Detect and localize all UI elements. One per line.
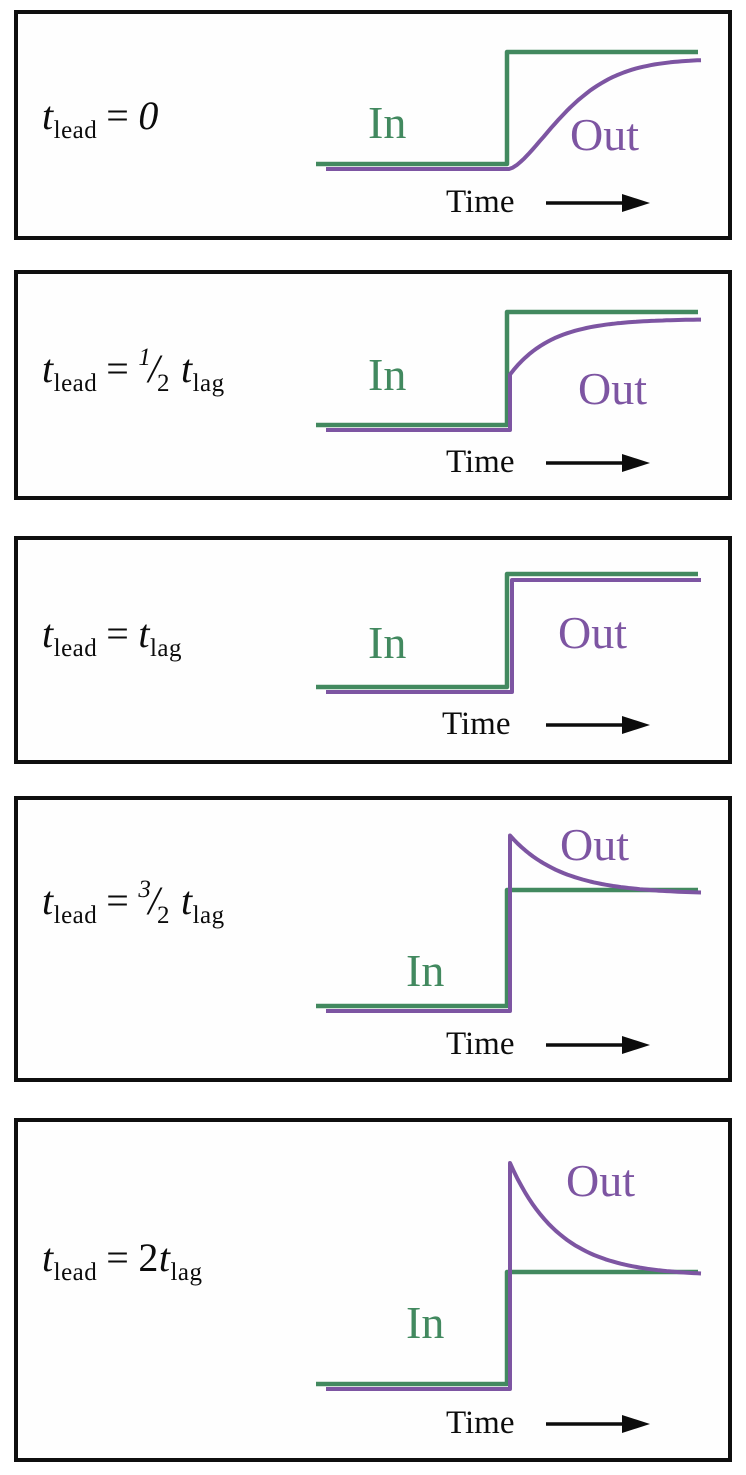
input-curve — [316, 1269, 698, 1387]
formula-token: 0 — [138, 93, 159, 138]
formula-token: / — [148, 346, 160, 391]
time-arrowhead-icon — [622, 716, 650, 734]
input-label: In — [368, 349, 407, 400]
formula-token: 3 — [138, 876, 152, 903]
input-label: In — [368, 97, 407, 148]
panel-tlead-0-plot — [316, 49, 702, 212]
formula-token: 1 — [138, 344, 152, 371]
formula-label-tlead-0: tlead =0 — [42, 92, 159, 145]
formula-token: 2 — [138, 1235, 159, 1280]
formula-token: = — [106, 878, 130, 923]
formula-token: t — [42, 611, 54, 656]
formula-token: lead — [53, 370, 98, 397]
input-label: In — [406, 1297, 445, 1348]
output-curve — [326, 833, 702, 1013]
time-arrowhead-icon — [622, 194, 650, 212]
formula-token: lag — [170, 1259, 203, 1286]
formula-token: t — [42, 1235, 54, 1280]
formula-token: t — [138, 611, 150, 656]
output-label: Out — [560, 819, 629, 870]
formula-token: = — [106, 346, 130, 391]
formula-token: lead — [53, 117, 98, 144]
time-arrowhead-icon — [622, 1415, 650, 1433]
output-label: Out — [570, 109, 639, 160]
formula-token: lead — [53, 635, 98, 662]
output-label: Out — [566, 1155, 635, 1206]
output-label: Out — [578, 363, 647, 414]
formula-token: t — [42, 93, 54, 138]
time-axis-label: Time — [446, 1026, 515, 1062]
time-axis-label: Time — [442, 706, 511, 742]
formula-token: = — [106, 1235, 130, 1280]
formula-token: / — [148, 878, 160, 923]
time-arrowhead-icon — [622, 454, 650, 472]
formula-token: 2 — [156, 370, 170, 397]
formula-token: t — [180, 346, 193, 391]
panel-tlead-tlag-plot — [316, 571, 701, 734]
panel-tlead-half-tlag-plot — [316, 309, 701, 472]
input-label: In — [368, 617, 407, 668]
formula-token: lead — [53, 902, 98, 929]
formula-token: = — [106, 93, 130, 138]
time-axis-label: Time — [446, 184, 515, 220]
panel-tlead-2tlag-plot — [316, 1161, 702, 1433]
formula-token: = — [106, 611, 130, 656]
output-curve — [326, 317, 701, 432]
formula-token: lag — [192, 370, 225, 397]
time-arrowhead-icon — [622, 1036, 650, 1054]
formula-token: lead — [53, 1259, 98, 1286]
output-curve — [326, 58, 702, 171]
output-curve — [326, 578, 701, 694]
formula-label-tlead-tlag: tlead=tlag — [42, 610, 182, 663]
formula-token: t — [180, 878, 193, 923]
input-curve — [316, 571, 698, 690]
time-axis-label: Time — [446, 444, 515, 480]
formula-label-tlead-2tlag: tlead=2tlag — [42, 1234, 203, 1287]
input-curve — [316, 887, 698, 1009]
formula-token: t — [42, 346, 54, 391]
input-curve — [316, 309, 698, 428]
input-label: In — [406, 945, 445, 996]
panel-tlead-3half-tlag-plot — [316, 833, 702, 1054]
formula-token: lag — [192, 902, 225, 929]
formula-token: lag — [149, 635, 182, 662]
formula-token: 2 — [156, 902, 170, 929]
time-axis-label: Time — [446, 1405, 515, 1441]
formula-token: t — [158, 1235, 171, 1280]
formula-token: t — [42, 878, 54, 923]
input-curve — [316, 49, 698, 167]
output-curve — [326, 1161, 702, 1391]
output-label: Out — [558, 607, 627, 658]
